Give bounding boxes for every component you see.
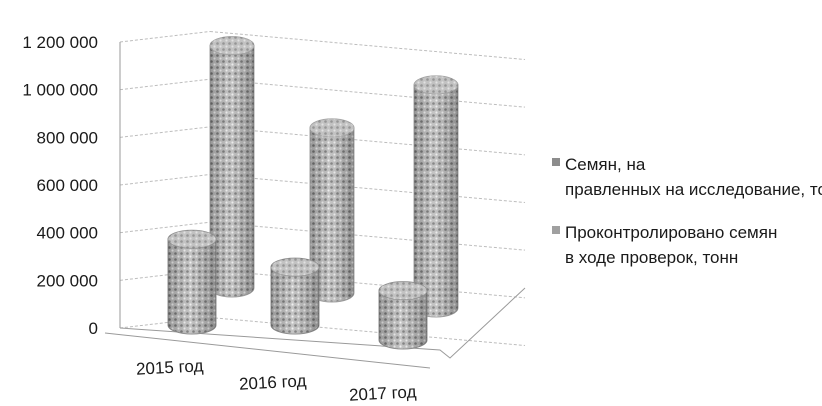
legend-label: Семян, на bbox=[565, 155, 646, 174]
legend-swatch bbox=[552, 158, 560, 166]
gridline bbox=[209, 317, 526, 346]
x-tick-label: 2017 год bbox=[349, 382, 417, 405]
gridline bbox=[209, 126, 526, 156]
legend-label: Проконтролировано семян bbox=[565, 223, 777, 242]
gridline bbox=[209, 221, 526, 251]
bar-series2 bbox=[413, 75, 459, 318]
bar-series1 bbox=[270, 257, 320, 335]
legend-label: в ходе проверок, тонн bbox=[565, 248, 738, 267]
bar-series2 bbox=[309, 118, 355, 303]
floor-edge bbox=[119, 287, 526, 359]
axis-labels: 0 200 000 400 000 600 000 800 000 1 000 000 1 … bbox=[22, 33, 417, 405]
y-tick-label: 0 bbox=[89, 319, 98, 338]
bars bbox=[167, 36, 459, 350]
x-axis-line bbox=[104, 332, 431, 369]
y-tick-label: 400 000 bbox=[37, 224, 98, 243]
axes bbox=[104, 42, 526, 369]
y-tick-label: 800 000 bbox=[37, 128, 98, 147]
x-tick-label: 2015 год bbox=[136, 356, 204, 379]
legend-swatch bbox=[552, 226, 560, 234]
gridline bbox=[209, 78, 526, 108]
gridline bbox=[119, 221, 211, 234]
gridline bbox=[119, 174, 211, 186]
gridline bbox=[119, 126, 211, 138]
legend-label: правленных на исследование, тонн bbox=[565, 180, 822, 199]
y-tick-label: 600 000 bbox=[37, 176, 98, 195]
bar-series1 bbox=[167, 229, 217, 335]
gridline bbox=[209, 31, 526, 60]
y-tick-label: 1 200 000 bbox=[22, 33, 98, 52]
y-tick-label: 200 000 bbox=[37, 271, 98, 290]
gridline bbox=[119, 78, 211, 91]
gridline bbox=[119, 31, 211, 43]
gridline bbox=[209, 174, 526, 203]
bar-series1 bbox=[378, 281, 428, 350]
y-tick-label: 1 000 000 bbox=[22, 81, 98, 100]
x-tick-label: 2016 год bbox=[239, 371, 307, 394]
bar-series2 bbox=[209, 36, 255, 298]
gridline bbox=[209, 269, 526, 299]
legend: Семян, на правленных на исследование, тон… bbox=[552, 155, 822, 267]
grid bbox=[119, 31, 526, 346]
